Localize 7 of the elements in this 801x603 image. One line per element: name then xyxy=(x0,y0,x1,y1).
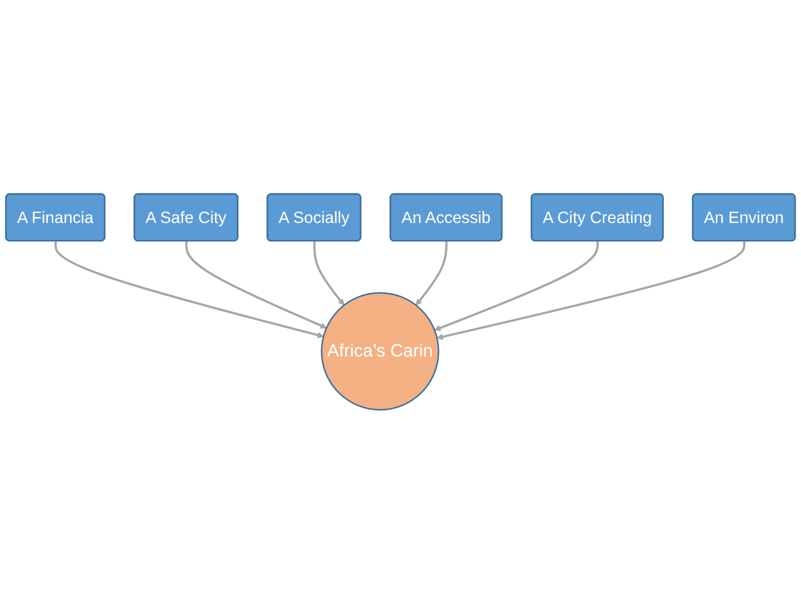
arrow xyxy=(54,240,324,338)
arrow xyxy=(416,240,448,306)
arrow xyxy=(436,240,746,340)
node-circle: Africa’s Carin xyxy=(320,292,440,410)
arrow xyxy=(185,240,327,328)
arrow xyxy=(434,240,599,331)
arrow xyxy=(313,240,344,306)
